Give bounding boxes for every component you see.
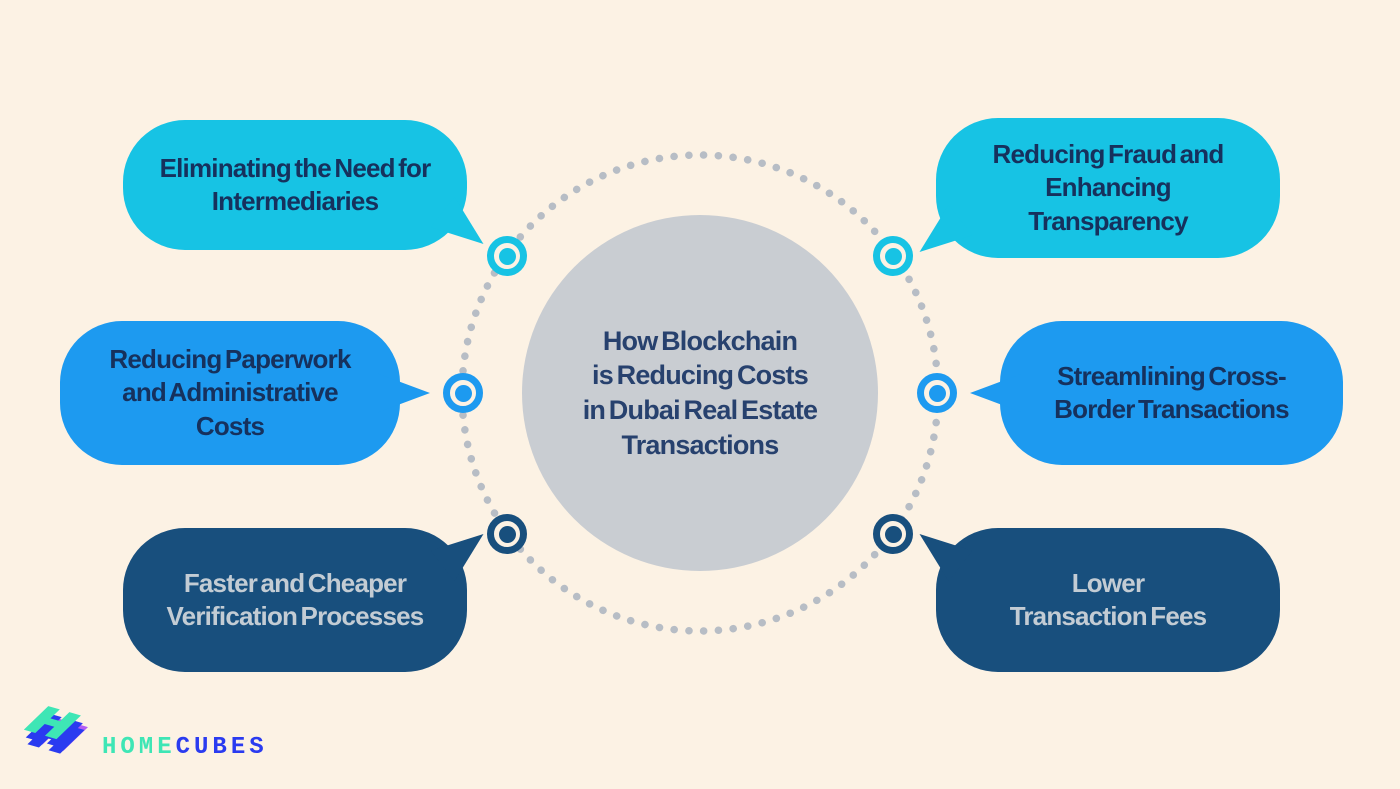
- bubble-lower-fees: Lower Transaction Fees: [936, 528, 1280, 672]
- bubble-reducing-fraud: Reducing Fraud and Enhancing Transparenc…: [936, 118, 1280, 258]
- logo-text-home: HOME: [102, 733, 176, 761]
- bubble-cross-border: Streamlining Cross- Border Transactions: [970, 321, 1343, 465]
- homecubes-cube-icon: [24, 706, 88, 754]
- marker-reducing-paperwork: [443, 373, 483, 413]
- bubble-label: Eliminating the Need for Intermediaries: [159, 152, 432, 216]
- logo-wordmark: HOMECUBES: [102, 734, 268, 761]
- marker-dot: [884, 525, 902, 543]
- marker-reducing-fraud: [873, 236, 913, 276]
- bubble-label: Faster and Cheaper Verification Processe…: [166, 567, 425, 631]
- bubble-label: Reducing Fraud and Enhancing Transparenc…: [992, 139, 1225, 236]
- marker-dot: [454, 384, 472, 402]
- homecubes-logo: HOMECUBES: [24, 694, 268, 772]
- bubble-label: Streamlining Cross- Border Transactions: [1054, 360, 1289, 424]
- central-title: How Blockchain is Reducing Costs in Duba…: [582, 325, 818, 460]
- bubble-label: Lower Transaction Fees: [1009, 567, 1207, 631]
- marker-dot: [928, 384, 946, 402]
- bubble-reducing-paperwork: Reducing Paperwork and Administrative Co…: [60, 321, 430, 465]
- bubble-faster-verification: Faster and Cheaper Verification Processe…: [123, 528, 467, 672]
- marker-faster-verification: [487, 514, 527, 554]
- logo-text-cubes: CUBES: [175, 733, 268, 761]
- bubble-eliminating-intermediaries: Eliminating the Need for Intermediaries: [123, 120, 467, 250]
- marker-cross-border: [917, 373, 957, 413]
- bubble-label: Reducing Paperwork and Administrative Co…: [109, 344, 351, 441]
- central-circle: How Blockchain is Reducing Costs in Duba…: [522, 215, 878, 571]
- marker-dot: [884, 247, 902, 265]
- marker-dot: [498, 247, 516, 265]
- marker-eliminating-intermediaries: [487, 236, 527, 276]
- marker-lower-fees: [873, 514, 913, 554]
- marker-dot: [498, 525, 516, 543]
